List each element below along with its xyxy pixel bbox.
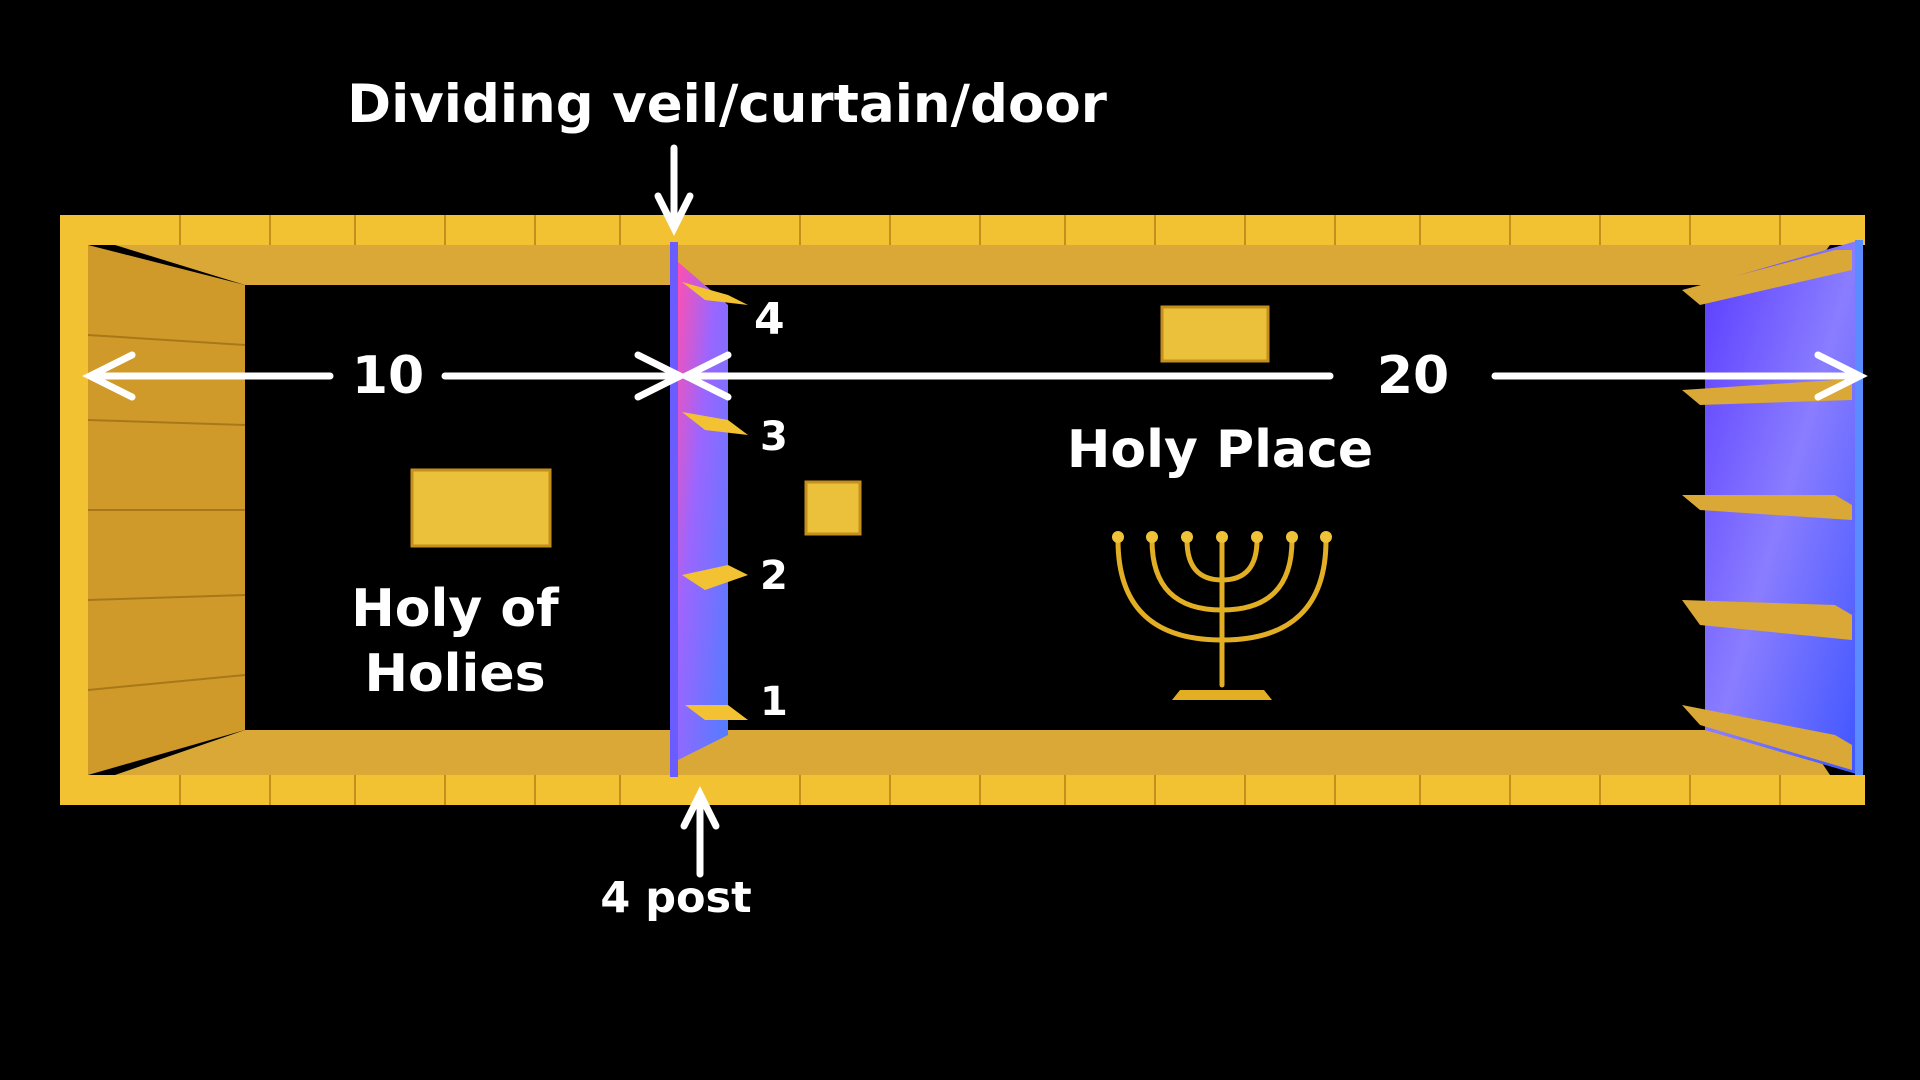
post-number-3: 3 [760,414,788,460]
menorah-icon [1112,531,1332,700]
dividing-veil [670,242,728,777]
table-of-showbread [1160,305,1270,363]
top-wall [60,215,1865,285]
post-2 [682,565,748,590]
arrow-up-icon [680,786,720,878]
holy-place-label: Holy Place [1066,420,1374,480]
post-3 [682,412,748,435]
post-number-2: 2 [760,553,788,599]
arrow-down-icon [654,144,694,236]
length-label-20: 20 [1376,346,1450,406]
ark-of-covenant [410,468,552,548]
diagram-title: Dividing veil/curtain/door [347,74,1107,135]
double-arrow-icon-10 [82,351,688,401]
post-1 [685,705,748,720]
post-label: 4 post [600,873,752,923]
holy-of-holies-label-line2: Holies [364,644,546,704]
post-number-4: 4 [754,294,785,345]
altar-of-incense [804,480,862,536]
back-wall [60,215,246,805]
post-number-1: 1 [760,679,788,725]
entrance-curtain [1682,240,1863,775]
double-arrow-icon-20 [678,351,1868,401]
bottom-wall [60,730,1865,805]
holy-of-holies-label-line1: Holy of [351,579,559,639]
length-label-10: 10 [351,346,425,406]
post-4 [682,282,748,305]
